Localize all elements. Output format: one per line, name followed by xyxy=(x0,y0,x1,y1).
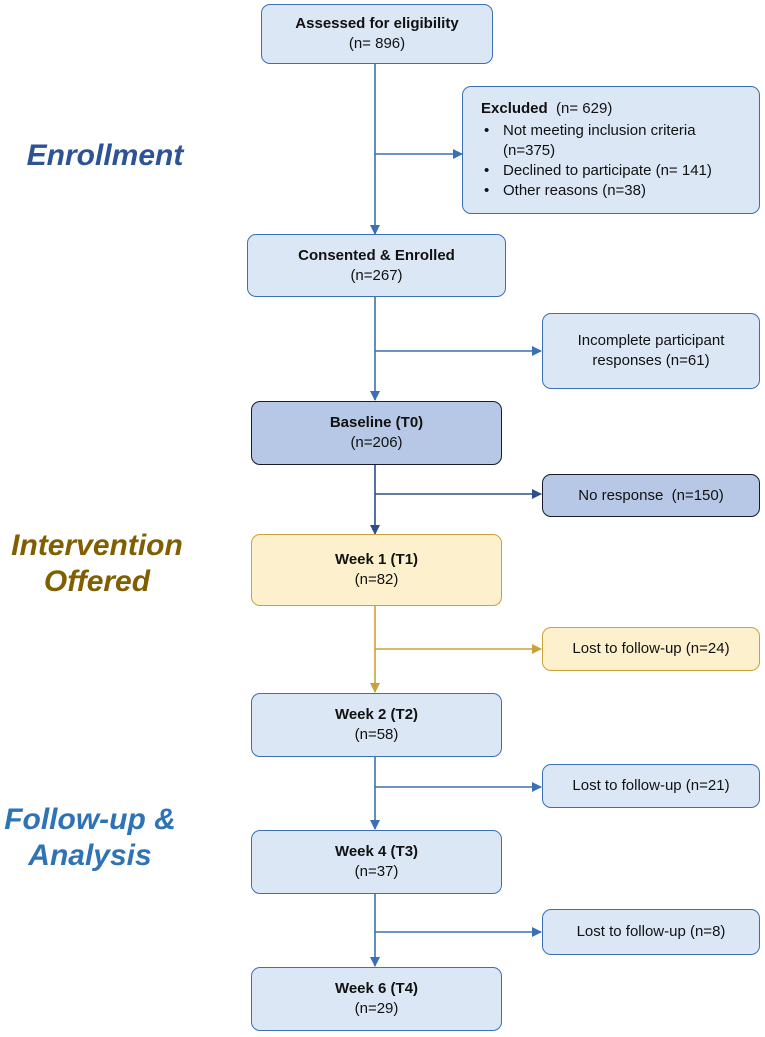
box-week6: Week 6 (T4) (n=29) xyxy=(251,967,502,1031)
stage-intervention-line2: Offered xyxy=(43,565,151,598)
week4-title: Week 4 (T3) xyxy=(334,843,419,860)
box-week2: Week 2 (T2) (n=58) xyxy=(251,693,502,757)
consented-count: (n=267) xyxy=(350,266,403,284)
box-consented: Consented & Enrolled (n=267) xyxy=(247,234,506,297)
box-week4: Week 4 (T3) (n=37) xyxy=(251,830,502,894)
excluded-reason-text: Declined to participate (n= 141) xyxy=(503,162,712,179)
stage-enrollment-text: Enrollment xyxy=(26,139,184,172)
excluded-heading: Excluded (n= 629) xyxy=(481,99,612,119)
baseline-title: Baseline (T0) xyxy=(329,414,424,431)
assessed-title: Assessed for eligibility xyxy=(295,15,459,32)
box-no-response: No response (n=150) xyxy=(542,474,760,517)
stage-followup-line1: Follow-up & xyxy=(4,803,176,836)
lost-t3-text: Lost to follow-up (n=8) xyxy=(576,923,726,940)
box-baseline: Baseline (T0) (n=206) xyxy=(251,401,502,465)
box-week1: Week 1 (T1) (n=82) xyxy=(251,534,502,606)
incomplete-line1: Incomplete participant xyxy=(577,332,725,349)
stage-label-enrollment: Enrollment xyxy=(10,138,200,174)
assessed-count: (n= 896) xyxy=(348,35,406,52)
excluded-title: Excluded xyxy=(481,100,548,117)
lost-t2-text: Lost to follow-up (n=21) xyxy=(572,777,730,794)
box-lost-t2: Lost to follow-up (n=21) xyxy=(542,764,760,808)
box-lost-t1: Lost to follow-up (n=24) xyxy=(542,627,760,671)
lost-t1-text: Lost to follow-up (n=24) xyxy=(572,640,730,657)
excluded-reason-item: Not meeting inclusion criteria (n=375) xyxy=(481,121,712,161)
incomplete-line2: responses (n=61) xyxy=(592,352,710,369)
box-excluded: Excluded (n= 629) Not meeting inclusion … xyxy=(462,86,760,214)
box-incomplete: Incomplete participant responses (n=61) xyxy=(542,313,760,389)
week6-count: (n=29) xyxy=(354,1000,399,1017)
week1-count: (n=82) xyxy=(354,571,399,588)
box-lost-t3: Lost to follow-up (n=8) xyxy=(542,909,760,955)
week1-title: Week 1 (T1) xyxy=(334,551,419,568)
week6-title: Week 6 (T4) xyxy=(334,980,419,997)
week2-count: (n=58) xyxy=(354,726,399,743)
excluded-reason-item: Declined to participate (n= 141) xyxy=(481,161,712,181)
week2-title: Week 2 (T2) xyxy=(334,706,419,723)
stage-followup-line2: Analysis xyxy=(28,839,152,872)
excluded-reason-text: Not meeting inclusion criteria xyxy=(503,122,696,139)
stage-label-followup: Follow-up & Analysis xyxy=(0,802,180,874)
box-assessed: Assessed for eligibility (n= 896) xyxy=(261,4,493,64)
consented-title: Consented & Enrolled xyxy=(298,246,455,264)
no-response-text: No response (n=150) xyxy=(578,486,724,504)
excluded-reason-count: (n=375) xyxy=(503,142,556,159)
excluded-reason-item: Other reasons (n=38) xyxy=(481,181,712,201)
excluded-count: (n= 629) xyxy=(556,100,613,117)
baseline-count: (n=206) xyxy=(350,434,403,451)
stage-intervention-line1: Intervention xyxy=(11,529,183,562)
stage-label-intervention: Intervention Offered xyxy=(2,528,192,600)
excluded-reason-text: Other reasons (n=38) xyxy=(503,182,646,199)
excluded-reasons-list: Not meeting inclusion criteria (n=375) D… xyxy=(481,121,712,201)
week4-count: (n=37) xyxy=(354,863,399,880)
